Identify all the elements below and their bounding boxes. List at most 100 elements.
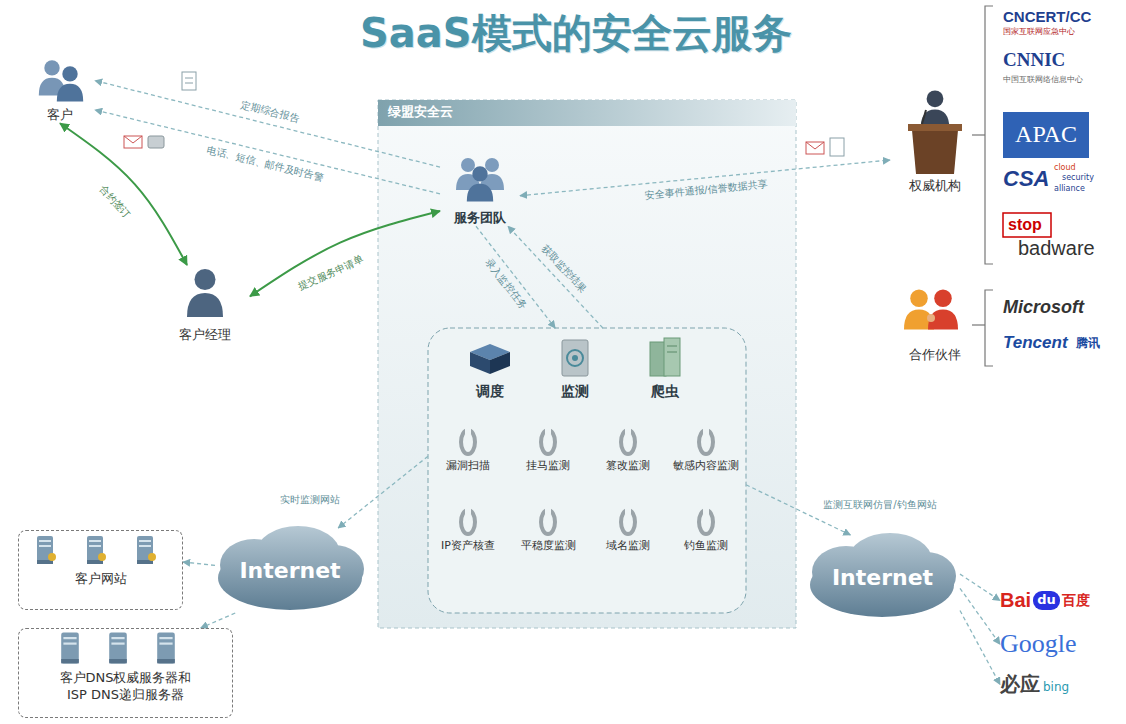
node-label: 客户	[47, 107, 73, 123]
logo-text: CSA	[1003, 166, 1049, 192]
message-icons	[806, 142, 824, 154]
service-ring-icons	[461, 427, 475, 454]
diagram-title: SaaS模式的安全云服务	[360, 6, 792, 61]
stop-logo-frame	[1003, 213, 1051, 237]
crawler-icon	[650, 338, 680, 376]
connector-label: 合约签订	[97, 183, 133, 221]
node-label: 爬虫	[651, 383, 679, 401]
data-flow-connector	[960, 611, 1000, 685]
node-label: 篡改监测	[606, 459, 650, 473]
partner-icon	[928, 290, 958, 330]
data-flow-connector	[183, 562, 215, 565]
website-server-icons	[37, 536, 156, 564]
logo-bracket	[972, 324, 985, 325]
website-server-icons	[98, 553, 106, 561]
account-manager-icon	[187, 269, 223, 317]
authority-node: 权威机构	[890, 80, 980, 194]
node-label: Google	[1000, 628, 1077, 661]
authority-icon	[912, 130, 958, 174]
logo-bracket	[985, 290, 993, 366]
node-label: 挂马监测	[526, 459, 570, 473]
data-flow-connector	[960, 588, 1000, 644]
account-manager-icon	[187, 269, 223, 317]
logo-subtext: 国家互联网应急中心	[1003, 27, 1075, 37]
crawler-icon	[667, 346, 677, 347]
contract-connector	[250, 211, 440, 296]
authority-icon	[922, 110, 926, 124]
internet-cloud-shape	[218, 526, 364, 610]
node-label: 权威机构	[909, 178, 961, 194]
node-label: 客户经理	[179, 327, 231, 343]
customer-node: 客户	[25, 55, 95, 123]
node-label: 客户DNS权威服务器和 ISP DNS递归服务器	[51, 669, 201, 703]
message-icons	[124, 136, 142, 148]
monitoring-engine-box: 调度监测爬虫漏洞扫描挂马监测篡改监测敏感内容监测IP资产核查平稳度监测域名监测钓…	[428, 328, 746, 613]
cloud-platform-shape	[378, 100, 796, 628]
cloud-platform-shape	[378, 100, 796, 126]
service-item: 漏洞扫描	[430, 425, 506, 473]
account-manager-node: 客户经理	[160, 265, 250, 343]
service-item: 域名监测	[590, 505, 666, 553]
message-icons	[806, 142, 824, 149]
service-ring-icons	[621, 507, 635, 534]
node-label: 平稳度监测	[521, 539, 576, 553]
monitoring-engine-shape	[428, 328, 746, 613]
dns-servers-box: 客户DNS权威服务器和 ISP DNS递归服务器	[18, 628, 233, 718]
bing-logo: 必应bing	[1000, 672, 1069, 697]
box-heading: 绿盟安全云	[388, 104, 453, 120]
node-label: du	[1033, 591, 1060, 609]
node-label: 调度	[476, 383, 504, 401]
contract-connector	[60, 123, 187, 265]
internet-cloud-shape	[218, 526, 956, 617]
logo-subtext: cloud	[1054, 163, 1076, 173]
logo-subtext: 中国互联网络信息中心	[1003, 75, 1083, 85]
service-team-icon	[456, 158, 504, 201]
service-item: 敏感内容监测	[668, 425, 744, 473]
node-label: 合作伙伴	[909, 347, 961, 363]
cloud-platform-shape	[378, 100, 796, 628]
node-label: 监测	[561, 383, 589, 401]
logo-text: badware	[1018, 236, 1095, 260]
service-item: 挂马监测	[510, 425, 586, 473]
logo-text: Microsoft	[1003, 297, 1084, 319]
service-team-icon	[467, 166, 493, 201]
node-label: Internet	[239, 557, 340, 585]
logo-text: CNCERT/CC	[1003, 8, 1091, 26]
authority-icon	[921, 90, 950, 128]
service-item: 篡改监测	[590, 425, 666, 473]
partner-icon	[927, 314, 935, 322]
service-item: 平稳度监测	[510, 505, 586, 553]
connector-label: 实时监测网站	[280, 494, 340, 506]
scheduler-icon	[470, 344, 510, 374]
node-label: Internet	[832, 564, 933, 592]
customer-icon	[57, 66, 83, 101]
logo-text: Tencent	[1003, 333, 1068, 353]
connector-label: 电话、短信、邮件及时告警	[205, 144, 324, 184]
monitor-icon	[572, 355, 578, 361]
service-ring-icons	[461, 507, 475, 534]
node-label: 敏感内容监测	[673, 459, 739, 473]
logo-bracket	[972, 134, 985, 135]
data-flow-connector	[508, 226, 603, 328]
service-ring-icons	[699, 427, 713, 454]
node-label: 域名监测	[606, 539, 650, 553]
dns-server-icons	[61, 633, 175, 664]
stop-logo-frame	[1003, 213, 1051, 237]
logo-text: stop	[1008, 215, 1042, 234]
customer-websites-box: 客户网站	[18, 530, 183, 610]
logo-bracket	[972, 6, 993, 366]
node-label: 必应	[1000, 672, 1040, 697]
customer-icon	[39, 60, 83, 101]
connector-label: 定期综合报告	[240, 99, 301, 125]
service-ring-icons	[461, 427, 713, 534]
internet-cloud-shape	[810, 533, 956, 617]
monitor-icon	[562, 340, 588, 376]
data-flow-connector	[201, 613, 235, 628]
message-icons	[185, 78, 193, 79]
baidu-logo: Baidu百度	[1000, 588, 1090, 613]
monitor-icon	[567, 350, 583, 366]
logo-subtext: security	[1062, 173, 1094, 183]
message-icons	[182, 72, 196, 90]
data-flow-connector	[95, 110, 440, 194]
connectors	[60, 81, 1000, 685]
